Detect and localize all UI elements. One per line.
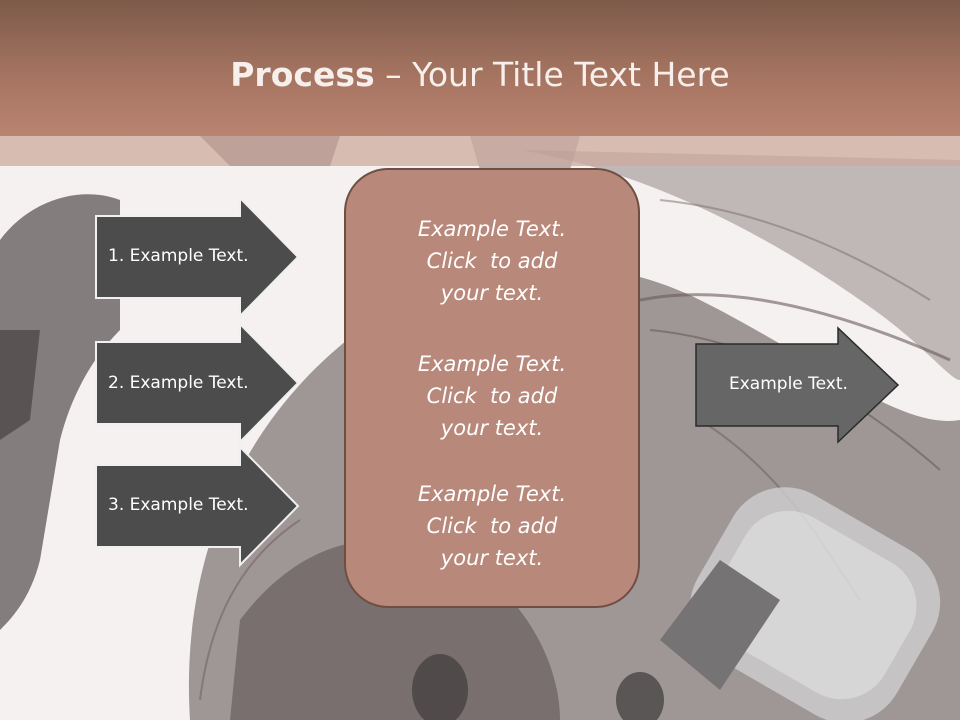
block-2-line-2: Click to add xyxy=(426,384,558,408)
left-arrow-1-shape[interactable] xyxy=(95,195,300,319)
center-text-block-2[interactable]: Example Text. Click to add your text. xyxy=(344,348,640,444)
block-3-line-3: your text. xyxy=(440,546,544,570)
left-arrow-1-label: 1. Example Text. xyxy=(108,246,249,266)
block-3-line-1: Example Text. xyxy=(417,482,567,506)
block-1-line-1: Example Text. xyxy=(417,217,567,241)
center-text-box[interactable] xyxy=(344,168,640,608)
left-arrow-2-label: 2. Example Text. xyxy=(108,373,249,393)
title-band xyxy=(0,0,960,136)
block-1-line-2: Click to add xyxy=(426,249,558,273)
right-arrow-label: Example Text. xyxy=(729,374,848,394)
left-arrow-2-shape[interactable] xyxy=(95,321,300,445)
title-rest: – Your Title Text Here xyxy=(374,55,730,94)
block-3-line-2: Click to add xyxy=(426,514,558,538)
slide-title[interactable]: Process – Your Title Text Here xyxy=(0,50,960,100)
right-arrow-shape[interactable] xyxy=(695,326,900,444)
left-arrow-3-shape[interactable] xyxy=(95,444,300,568)
block-2-line-3: your text. xyxy=(440,416,544,440)
center-text-block-1[interactable]: Example Text. Click to add your text. xyxy=(344,213,640,309)
title-bold: Process xyxy=(230,55,375,94)
title-sub-band xyxy=(0,136,960,166)
block-1-line-3: your text. xyxy=(440,281,544,305)
center-text-block-3[interactable]: Example Text. Click to add your text. xyxy=(344,478,640,574)
left-arrow-3-label: 3. Example Text. xyxy=(108,495,249,515)
block-2-line-1: Example Text. xyxy=(417,352,567,376)
